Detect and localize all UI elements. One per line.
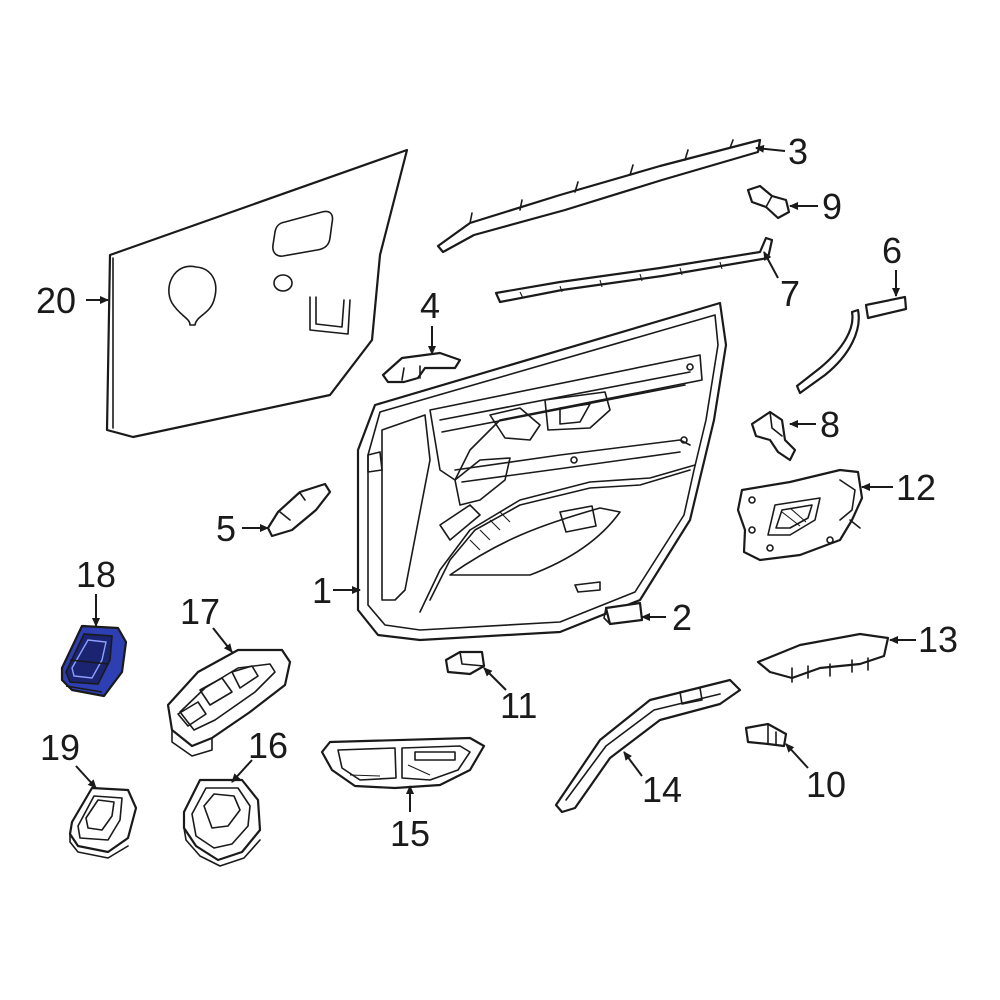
- callout-3: 3: [788, 131, 808, 172]
- leader-3: [755, 144, 786, 153]
- part-9-clip[interactable]: [746, 184, 791, 220]
- leader-11: [483, 667, 507, 691]
- callout-2: 2: [672, 597, 692, 638]
- part-7-belt-molding[interactable]: [494, 236, 774, 304]
- callout-19: 19: [40, 727, 80, 768]
- callout-12: 12: [896, 467, 936, 508]
- part-10-connector[interactable]: [744, 722, 788, 748]
- callout-1: 1: [312, 570, 332, 611]
- part-14-pillar-trim[interactable]: [554, 678, 742, 814]
- callout-15: 15: [390, 813, 430, 854]
- part-18-window-switch-highlighted[interactable]: [60, 624, 128, 698]
- leader-7: [763, 251, 779, 279]
- callout-11: 11: [500, 685, 537, 726]
- part-8-bracket[interactable]: [750, 410, 797, 462]
- part-12-door-handle-carrier[interactable]: [736, 468, 864, 562]
- part-1-door-trim-panel[interactable]: [356, 301, 728, 642]
- callout-labels: 3 9 6 7 20 4 8 12 5 18 1 17 2 13 11 19 1…: [36, 131, 958, 854]
- leader-10: [785, 743, 809, 769]
- part-15-switch-bezel[interactable]: [320, 736, 486, 790]
- leader-14: [623, 751, 643, 777]
- callout-20: 20: [36, 280, 76, 321]
- callout-9: 9: [822, 186, 842, 227]
- callout-17: 17: [180, 591, 220, 632]
- part-5-cap[interactable]: [266, 482, 332, 538]
- callout-6: 6: [882, 230, 902, 271]
- part-6-curved-trim[interactable]: [795, 295, 908, 395]
- part-19-window-switch[interactable]: [68, 786, 138, 859]
- leader-19: [75, 765, 97, 789]
- part-11-cover[interactable]: [444, 650, 486, 676]
- callout-8: 8: [820, 404, 840, 445]
- part-20-water-deflector[interactable]: [105, 148, 409, 439]
- callout-14: 14: [642, 769, 682, 810]
- part-16-window-switch[interactable]: [182, 778, 262, 867]
- part-13-armrest-trim[interactable]: [756, 632, 890, 683]
- leader-17: [212, 627, 233, 653]
- callout-13: 13: [918, 619, 958, 660]
- part-17-master-window-switch[interactable]: [166, 648, 292, 757]
- callout-5: 5: [216, 508, 236, 549]
- callout-4: 4: [420, 285, 440, 326]
- part-4-bracket[interactable]: [381, 351, 462, 384]
- part-3-upper-trim-strip[interactable]: [436, 138, 762, 254]
- callout-7: 7: [780, 273, 800, 314]
- callout-18: 18: [76, 554, 116, 595]
- callout-16: 16: [248, 725, 288, 766]
- leader-lines: [75, 144, 916, 812]
- callout-10: 10: [806, 764, 846, 805]
- leader-16: [231, 759, 253, 783]
